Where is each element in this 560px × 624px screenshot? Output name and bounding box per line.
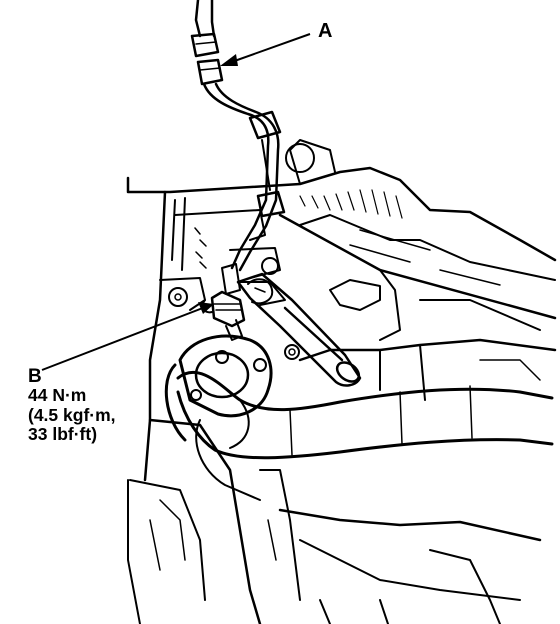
torque-spec-metric: 44 N·m (28, 385, 87, 405)
engine-block (126, 139, 557, 624)
exhaust-flange (178, 334, 300, 418)
sensor-socket-tool (236, 272, 362, 387)
callout-b-leader (41, 302, 214, 371)
callout-a-leader (220, 33, 311, 66)
torque-spec: 44 N·m (4.5 kgf·m, 33 lbf·ft) (28, 385, 116, 445)
exhaust-pipe (164, 363, 554, 501)
callout-b-label: B (28, 366, 42, 387)
sensor-harness (190, 0, 286, 272)
torque-spec-lbf: 33 lbf·ft) (28, 424, 98, 445)
torque-spec-kgf: (4.5 kgf·m, (28, 404, 116, 425)
callout-a-label: A (318, 20, 333, 42)
oxygen-sensor (201, 263, 246, 341)
